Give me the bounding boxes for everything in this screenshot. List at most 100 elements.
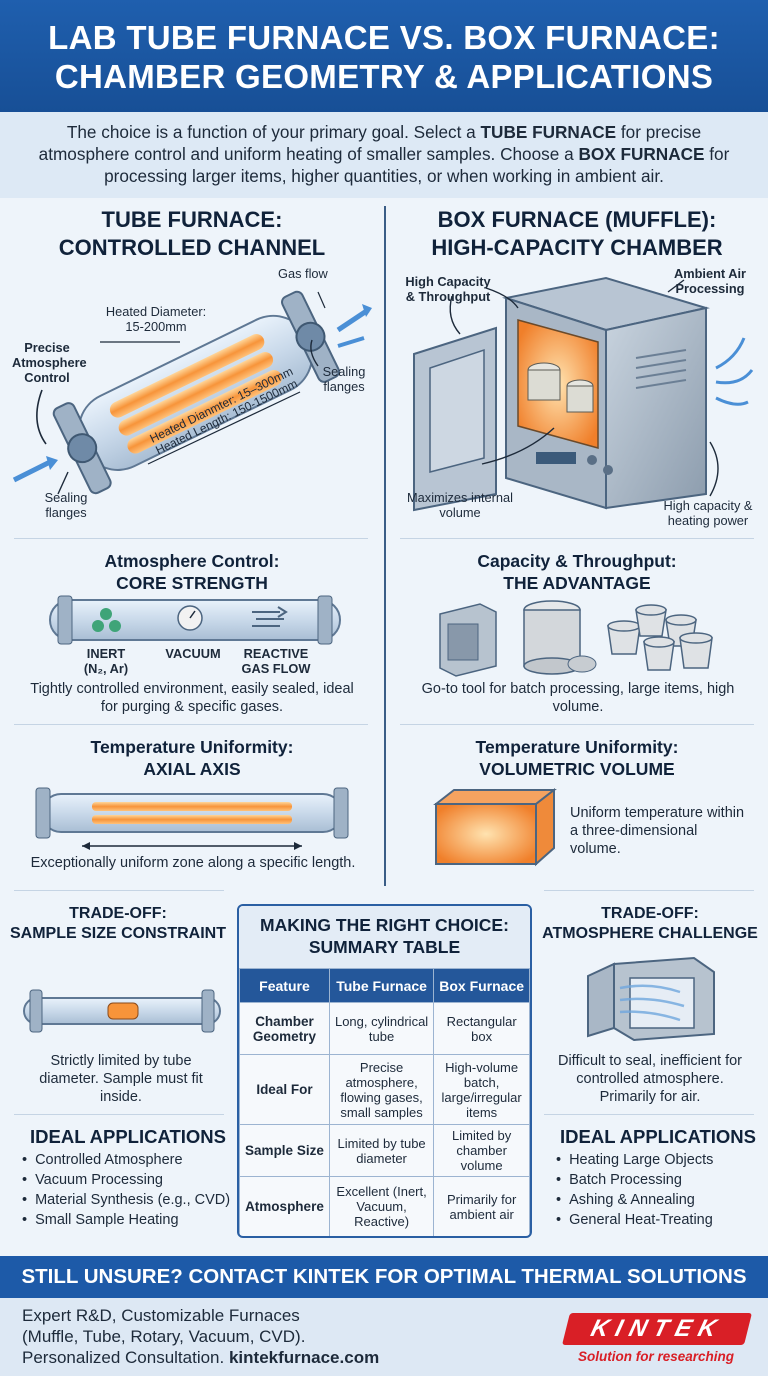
box-section-title: BOX FURNACE (MUFFLE): HIGH-CAPACITY CHAM… <box>386 206 768 262</box>
footer-line1: Expert R&D, Customizable Furnaces <box>22 1306 300 1325</box>
footer-line3-text: Personalized Consultation. <box>22 1348 229 1367</box>
tube-section-title: TUBE FURNACE: CONTROLLED CHANNEL <box>0 206 384 262</box>
atmosphere-tube-illustration <box>49 595 341 645</box>
table-row: Chamber Geometry Long, cylindrical tube … <box>239 1002 530 1055</box>
table-cell: Precise atmosphere, flowing gases, small… <box>328 1054 435 1125</box>
table-cell: Rectangular box <box>433 1002 530 1055</box>
inert-subtext: (N₂, Ar) <box>83 661 129 676</box>
atmosphere-title-line2: CORE STRENGTH <box>116 573 268 593</box>
divider-left-1 <box>14 538 368 539</box>
apps-right-title: IDEAL APPLICATIONS <box>560 1126 756 1147</box>
divider-left-2 <box>14 724 368 725</box>
uniform-tube-title-line1: Temperature Uniformity: <box>90 737 294 757</box>
uniform-box-title-line1: Temperature Uniformity: <box>475 737 679 757</box>
box-furnace-illustration <box>413 276 754 512</box>
website-link[interactable]: kintekfurnace.com <box>228 1348 380 1367</box>
column-header: Box Furnace <box>433 968 530 1003</box>
tradeoff-left-line1: TRADE-OFF: <box>69 905 167 922</box>
label-precise-atmosphere: Precise Atmosphere Control <box>12 340 87 385</box>
tradeoff-right-line2: ATMOSPHERE CHALLENGE <box>542 925 758 942</box>
intro-part1: The choice is a function of your primary… <box>66 122 481 142</box>
divider-right-1 <box>400 538 754 539</box>
table-cell: Atmosphere <box>239 1176 330 1236</box>
list-item: Vacuum Processing <box>20 1170 230 1190</box>
page-header: LAB TUBE FURNACE VS. BOX FURNACE: CHAMBE… <box>0 0 768 112</box>
tradeoff-right-caption: Difficult to seal, inefficient for contr… <box>557 1053 743 1105</box>
list-item: Material Synthesis (e.g., CVD) <box>20 1190 230 1210</box>
gas-inlet-arrow <box>12 459 52 483</box>
summary-table: MAKING THE RIGHT CHOICE: SUMMARY TABLE F… <box>237 904 532 1238</box>
comparison-table: Feature Tube Furnace Box Furnace Chamber… <box>239 968 530 1236</box>
gas-flow-arrow <box>336 307 370 333</box>
inert-text: INERT <box>86 646 126 661</box>
reactive-subtext: GAS FLOW <box>241 661 311 676</box>
intro-text: The choice is a function of your primary… <box>0 112 768 198</box>
table-cell: Chamber Geometry <box>239 1002 330 1055</box>
uniform-box-title: Temperature Uniformity: VOLUMETRIC VOLUM… <box>386 736 768 780</box>
atmosphere-title: Atmosphere Control: CORE STRENGTH <box>0 550 384 594</box>
sample-tube-illustration <box>23 989 221 1033</box>
table-cell: Ideal For <box>239 1054 330 1125</box>
divider-left-4 <box>14 1114 224 1115</box>
table-title-line1: MAKING THE RIGHT CHOICE: <box>260 915 509 935</box>
kintek-logo: KINTEK <box>562 1313 752 1345</box>
table-cell: Primarily for ambient air <box>433 1176 530 1236</box>
uniform-box-caption: Uniform temperature within a three-dimen… <box>570 805 745 857</box>
heated-diameter-title: Heated Diameter: <box>105 304 207 319</box>
header-title-line2: CHAMBER GEOMETRY & APPLICATIONS <box>54 58 714 95</box>
capacity-caption: Go-to tool for batch processing, large i… <box>421 681 735 715</box>
uniform-tube-caption: Exceptionally uniform zone along a speci… <box>30 855 356 871</box>
label-maximizes-volume: Maximizes internal volume <box>407 490 513 520</box>
capacity-title-line1: Capacity & Throughput: <box>477 551 677 571</box>
tradeoff-left-caption: Strictly limited by tube diameter. Sampl… <box>39 1053 203 1105</box>
inert-gas-icon <box>100 608 112 620</box>
divider-right-2 <box>400 724 754 725</box>
reactive-text: REACTIVE <box>243 646 309 661</box>
label-vacuum: VACUUM <box>165 646 221 661</box>
uniform-tube-title-line2: AXIAL AXIS <box>143 759 241 779</box>
label-gas-flow: Gas flow <box>278 266 328 281</box>
capacity-illustration <box>439 600 713 677</box>
footer-line2: (Muffle, Tube, Rotary, Vacuum, CVD). <box>22 1327 306 1346</box>
crucible-group-icon <box>607 604 713 671</box>
table-cell: Limited by chamber volume <box>433 1124 530 1177</box>
table-cell: Sample Size <box>239 1124 330 1177</box>
intro-part3: for processing larger items, higher quan… <box>104 144 730 186</box>
table-title-line2: SUMMARY TABLE <box>308 937 461 957</box>
tradeoff-right-title: TRADE-OFF: ATMOSPHERE CHALLENGE <box>532 904 768 944</box>
label-high-capacity: High Capacity & Throughput <box>405 274 491 304</box>
open-box-leak-illustration <box>587 956 715 1042</box>
apps-right-list: Heating Large Objects Batch Processing A… <box>554 1150 713 1230</box>
label-sealing-flanges-left: Sealing flanges <box>44 490 88 520</box>
uniform-tube-title: Temperature Uniformity: AXIAL AXIS <box>0 736 384 780</box>
list-item: Batch Processing <box>554 1170 713 1190</box>
volumetric-cube-illustration <box>433 787 557 867</box>
label-ambient-air: Ambient Air Processing <box>673 266 747 296</box>
box-title-line2: HIGH-CAPACITY CHAMBER <box>431 235 723 260</box>
intro-part2: for precise atmosphere control and unifo… <box>38 122 702 164</box>
tradeoff-left-title: TRADE-OFF: SAMPLE SIZE CONSTRAINT <box>0 904 236 944</box>
table-cell: High-volume batch, large/irregular items <box>433 1054 530 1125</box>
header-title-line1: LAB TUBE FURNACE VS. BOX FURNACE: <box>48 19 720 56</box>
uniform-tube-illustration <box>35 787 349 850</box>
intro-tube-highlight: TUBE FURNACE <box>480 122 617 142</box>
intro-box-highlight: BOX FURNACE <box>578 144 705 164</box>
logo-text: KINTEK <box>588 1315 727 1342</box>
table-cell: Limited by tube diameter <box>328 1124 435 1177</box>
capacity-title: Capacity & Throughput: THE ADVANTAGE <box>386 550 768 594</box>
apps-left-list: Controlled Atmosphere Vacuum Processing … <box>20 1150 230 1230</box>
divider-right-4 <box>544 1114 754 1115</box>
list-item: Controlled Atmosphere <box>20 1150 230 1170</box>
table-row: Sample Size Limited by tube diameter Lim… <box>239 1124 530 1177</box>
column-header: Tube Furnace <box>328 968 435 1003</box>
table-row: Atmosphere Excellent (Inert, Vacuum, Rea… <box>239 1176 530 1236</box>
uniform-box-title-line2: VOLUMETRIC VOLUME <box>479 759 675 779</box>
tradeoff-right-line1: TRADE-OFF: <box>601 905 699 922</box>
table-cell: Long, cylindrical tube <box>328 1002 435 1055</box>
tube-title-line2: CONTROLLED CHANNEL <box>58 235 326 260</box>
divider-left-3 <box>14 890 224 891</box>
list-item: General Heat-Treating <box>554 1210 713 1230</box>
center-divider <box>384 206 386 886</box>
label-inert: INERT (N₂, Ar) <box>76 646 136 676</box>
table-cell: Excellent (Inert, Vacuum, Reactive) <box>328 1176 435 1236</box>
